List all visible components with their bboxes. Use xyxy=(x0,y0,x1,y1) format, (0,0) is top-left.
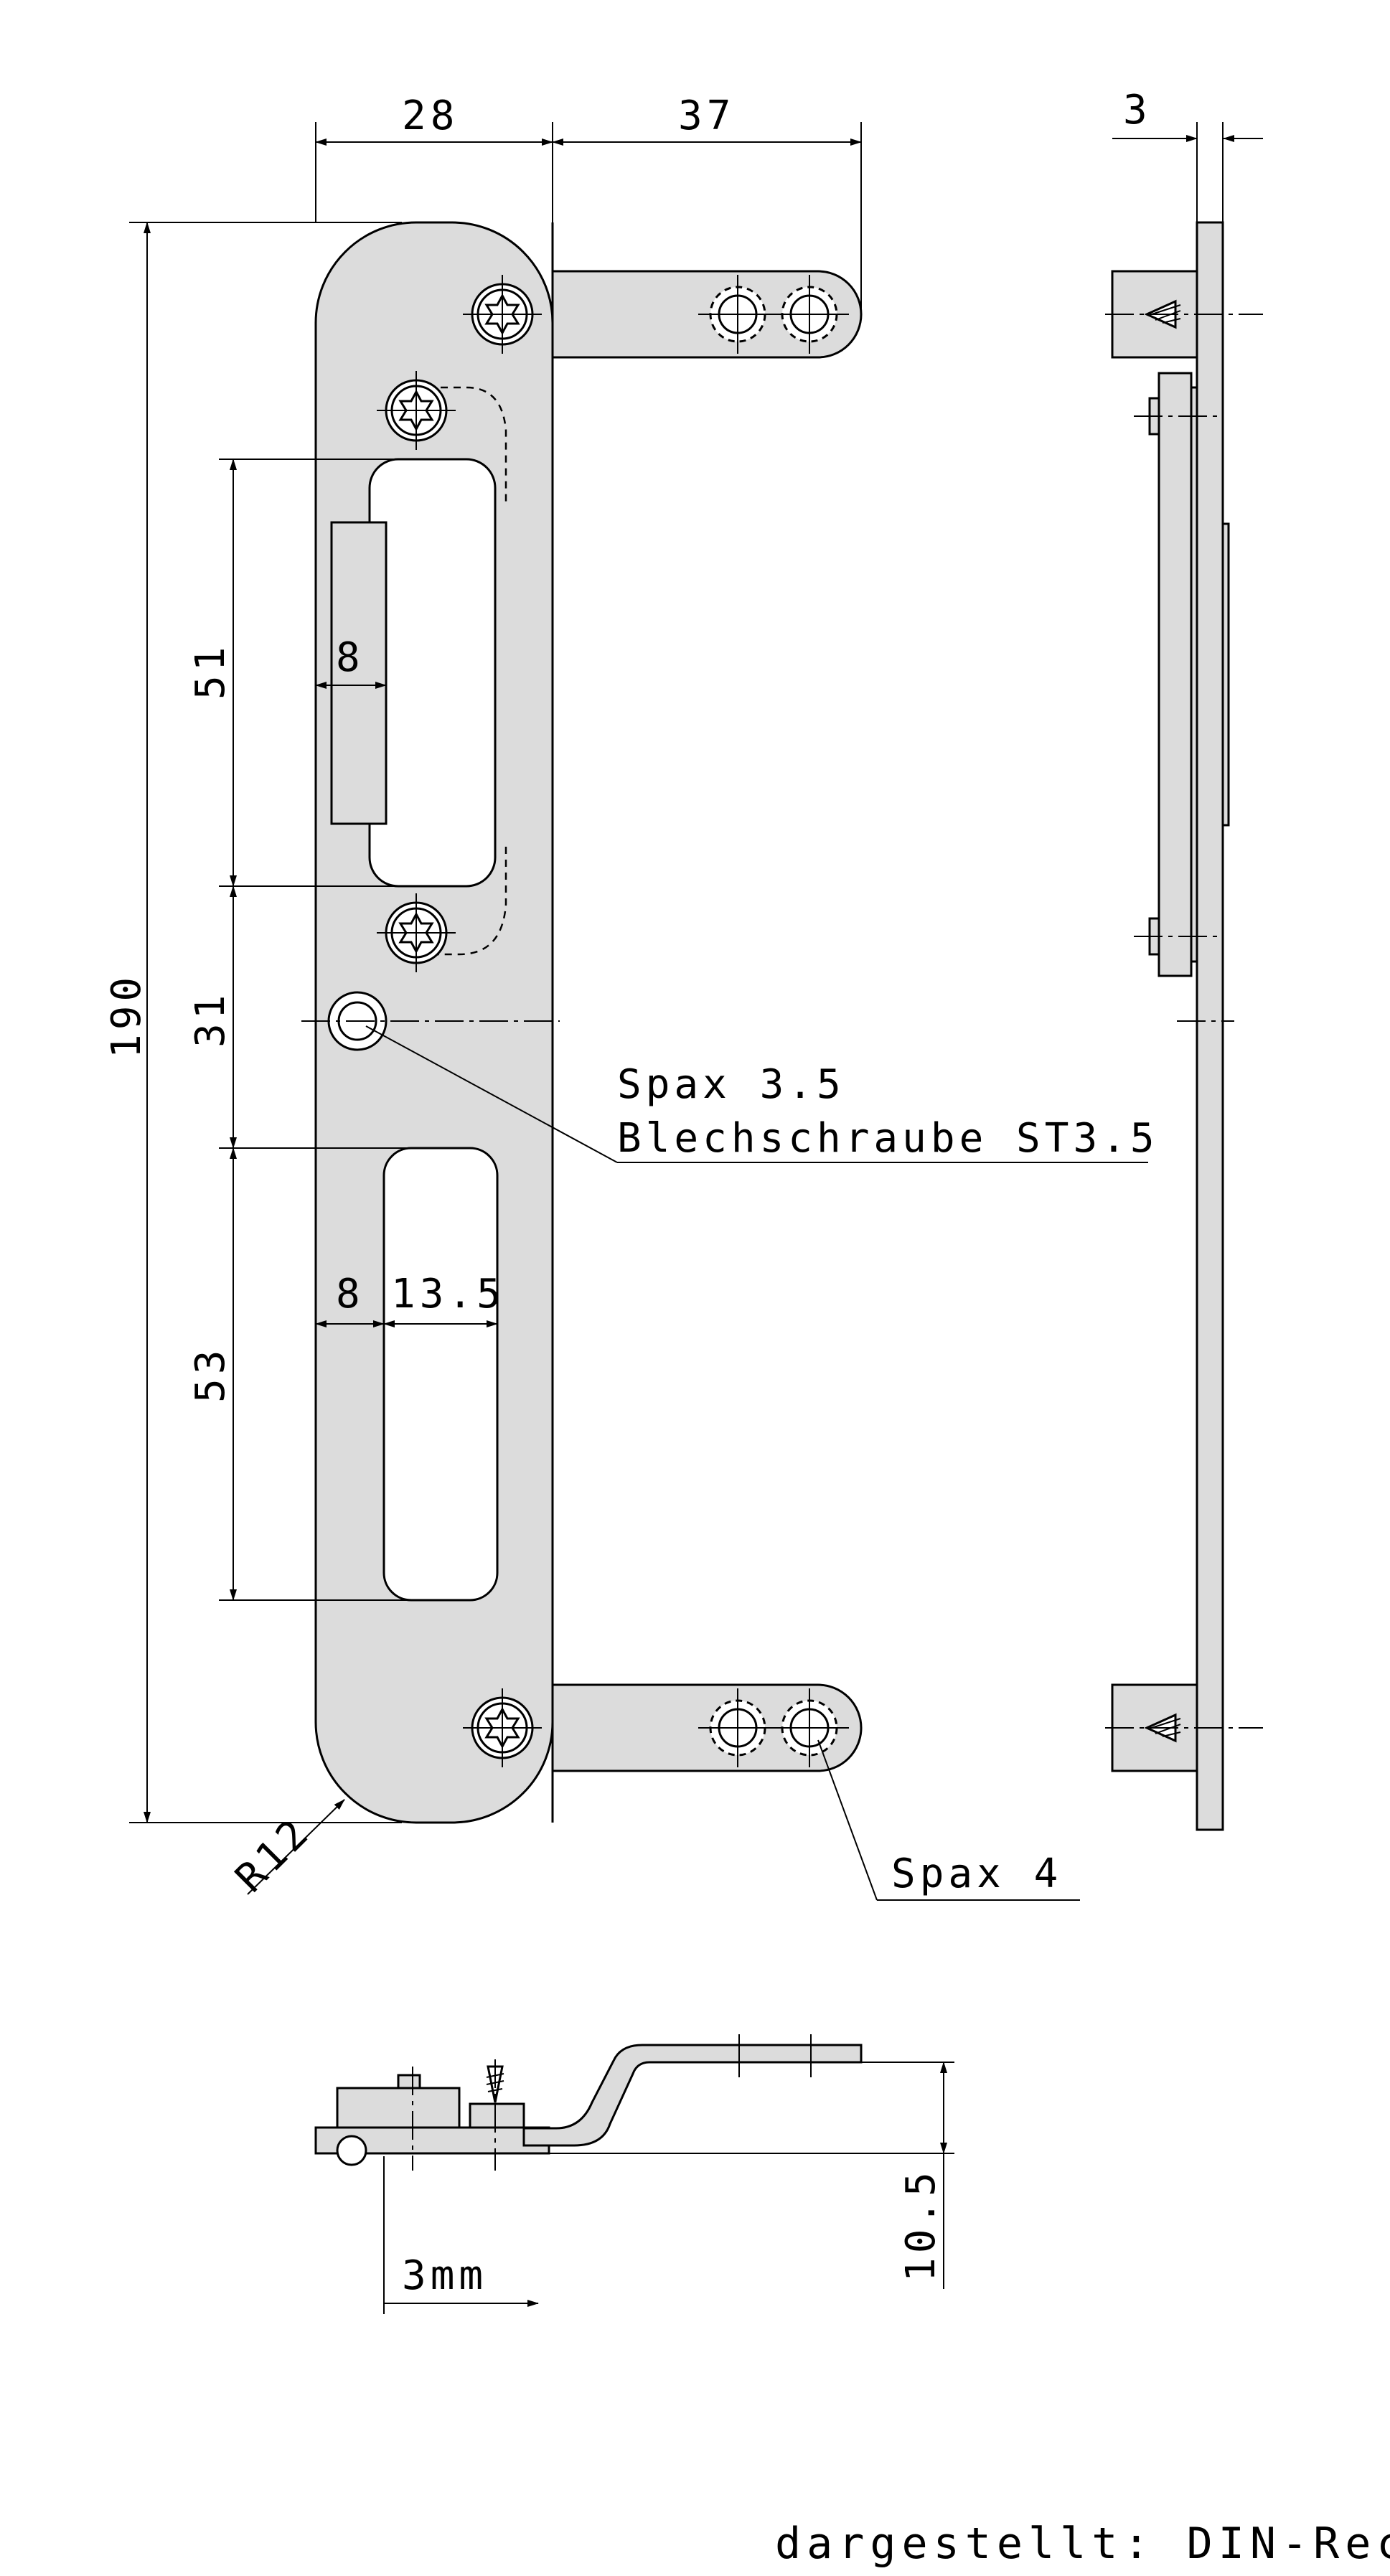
footer-note: dargestellt: DIN-Rechts xyxy=(775,2519,1390,2569)
front-view xyxy=(301,221,863,1824)
dim-side-offset: 3mm xyxy=(402,2252,487,2299)
dim-upper-opening: 51 xyxy=(187,643,234,700)
label-spax-4: Spax 4 xyxy=(891,1851,1062,1897)
dim-middle-spacing: 31 xyxy=(187,991,234,1048)
dim-thickness: 3 xyxy=(1123,87,1152,133)
section-block xyxy=(336,2087,461,2129)
dim-total-height: 190 xyxy=(103,973,150,1058)
label-spax-35: Spax 3.5 xyxy=(617,1061,845,1108)
dim-strike-offset: 37 xyxy=(678,93,735,139)
side-view: 3 xyxy=(1105,87,1263,1831)
dim-lower-opening: 53 xyxy=(187,1346,234,1403)
dim-side-height: 10.5 xyxy=(898,2168,944,2282)
front-dimensions: 28 37 190 51 31 53 8 8 13.5 R12 Spax 3. xyxy=(103,93,1159,1902)
upper-opening xyxy=(368,458,497,888)
side-plate xyxy=(1196,221,1224,1831)
dim-plate-width: 28 xyxy=(402,93,459,139)
dim-lower-opening-width: 13.5 xyxy=(391,1271,505,1317)
label-blechschraube: Blechschraube ST3.5 xyxy=(617,1115,1159,1162)
lower-opening xyxy=(382,1147,499,1602)
latch-tongue xyxy=(330,521,388,825)
upper-dashed-contour xyxy=(402,386,507,502)
side-tongue-body xyxy=(1157,372,1193,977)
dim-lower-tongue: 8 xyxy=(336,1271,365,1317)
dim-upper-tongue: 8 xyxy=(336,634,365,681)
section-view: 3mm 10.5 xyxy=(314,2034,954,2314)
